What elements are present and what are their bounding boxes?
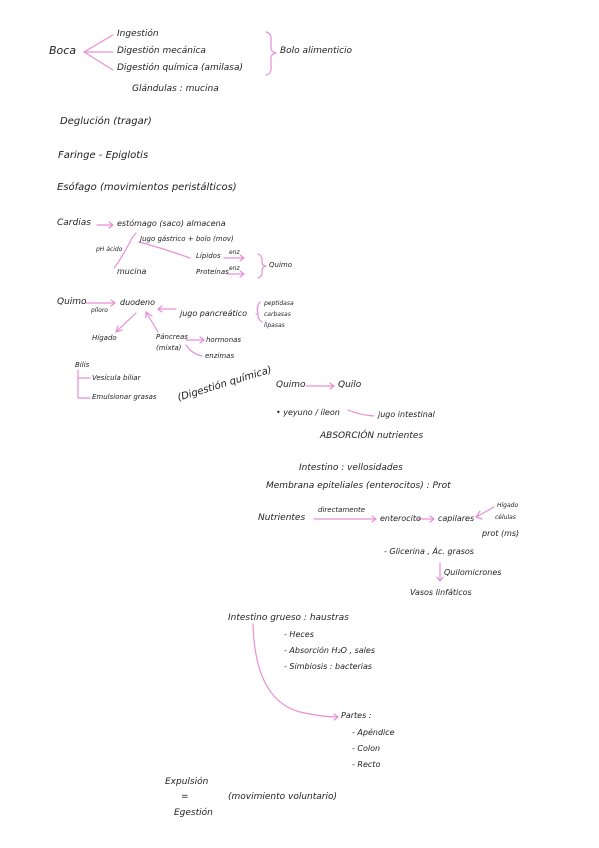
piloro-text: píloro [91, 307, 108, 314]
mucina-text: mucina [117, 267, 147, 276]
quimo-cardias: Quimo [269, 261, 292, 269]
enzimas-text: enzimas [205, 352, 235, 360]
absorcion-text: ABSORCIÓN nutrientes [320, 431, 424, 441]
deglucion-text: Deglución (tragar) [60, 116, 152, 127]
quimo-intestino: Quimo [276, 380, 306, 390]
partes-recto: - Recto [352, 760, 381, 769]
glicerina-text: - Glicerina , Ác. grasos [384, 547, 474, 556]
higado-text: Hígado [92, 334, 117, 342]
vasos-linfaticos-text: Vasos linfáticos [410, 588, 472, 597]
vesicula-text: Vesícula biliar [92, 374, 141, 382]
lipidos-enz: enz [229, 249, 240, 256]
expulsion-text: Expulsión [165, 777, 209, 787]
pancreas-sub: (mixta) [156, 344, 182, 352]
enzyme-carbasas: carbasas [264, 311, 291, 318]
partes-colon: - Colon [352, 744, 381, 753]
grueso-item-absorcion: - Absorción H₂O , sales [284, 646, 375, 655]
faringe-text: Faringe - Epiglotis [58, 150, 149, 161]
partes-apendice: - Apéndice [352, 728, 395, 737]
quilomicrones-text: Quilomicrones [444, 568, 502, 577]
enzyme-lipasas: lipasas [264, 322, 285, 329]
cardias-label: Cardias [57, 218, 91, 228]
esofago-text: Esófago (movimientos peristálticos) [57, 182, 237, 193]
lipidos-text: Lípidos [196, 252, 221, 260]
capilares-text: capilares [438, 514, 475, 523]
jugo-intestinal-text: jugo intestinal [378, 410, 435, 419]
pancreas-text: Páncreas [156, 333, 188, 341]
grueso-item-heces: - Heces [284, 630, 314, 639]
boca-item-ingestion: Ingestión [117, 29, 159, 39]
directamente-text: directamente [318, 506, 366, 514]
higado-intestino: Hígado [497, 502, 519, 509]
proteinas-text: Proteínas [196, 268, 229, 276]
quilo-text: Quilo [338, 380, 362, 390]
celulas-text: células [495, 514, 516, 521]
movimiento-voluntario-text: (movimiento voluntario) [228, 792, 338, 802]
grueso-item-simbiosis: - Simbiosis : bacterias [284, 662, 373, 671]
enzyme-peptidasa: peptidasa [264, 300, 294, 307]
ph-acido-text: pH ácido [96, 246, 123, 253]
membrana-text: Membrana epiteliales (enterocitos) : Pro… [266, 481, 451, 491]
prot-text: prot (ms) [482, 529, 520, 538]
boca-item-mecanica: Digestión mecánica [117, 46, 206, 56]
jugo-pancreatico-text: jugo pancreático [180, 309, 248, 318]
duodeno-text: duodeno [120, 298, 156, 307]
jugo-gastrico-text: Jugo gástrico + bolo (mov) [140, 235, 234, 243]
quimo-duodeno: Quimo [57, 297, 87, 307]
boca-item-quimica: Digestión química (amilasa) [117, 63, 244, 73]
boca-label: Boca [49, 44, 77, 57]
intestino-grueso-title: Intestino grueso : haustras [228, 613, 349, 623]
proteinas-enz: enz [229, 265, 240, 272]
hormonas-text: hormonas [206, 336, 242, 344]
emulsionar-text: Emulsionar grasas [92, 393, 157, 401]
glandulas-text: Glándulas : mucina [132, 84, 219, 94]
digestion-quimica-text: (Digestión química) [176, 364, 274, 404]
bilis-text: Bilis [75, 361, 90, 369]
egestion-text: Egestión [174, 808, 213, 818]
estomago-text: estómago (saco) almacena [117, 219, 226, 228]
intestino-vellosidades: Intestino : vellosidades [299, 463, 403, 473]
partes-text: Partes : [341, 711, 372, 720]
enterocito-text: enterocito [380, 514, 421, 523]
bolo-alimenticio: Bolo alimenticio [280, 46, 353, 56]
yeyuno-text: • yeyuno / íleon [276, 408, 340, 417]
nutrientes-text: Nutrientes [258, 513, 306, 523]
equals-sign: = [181, 792, 189, 802]
